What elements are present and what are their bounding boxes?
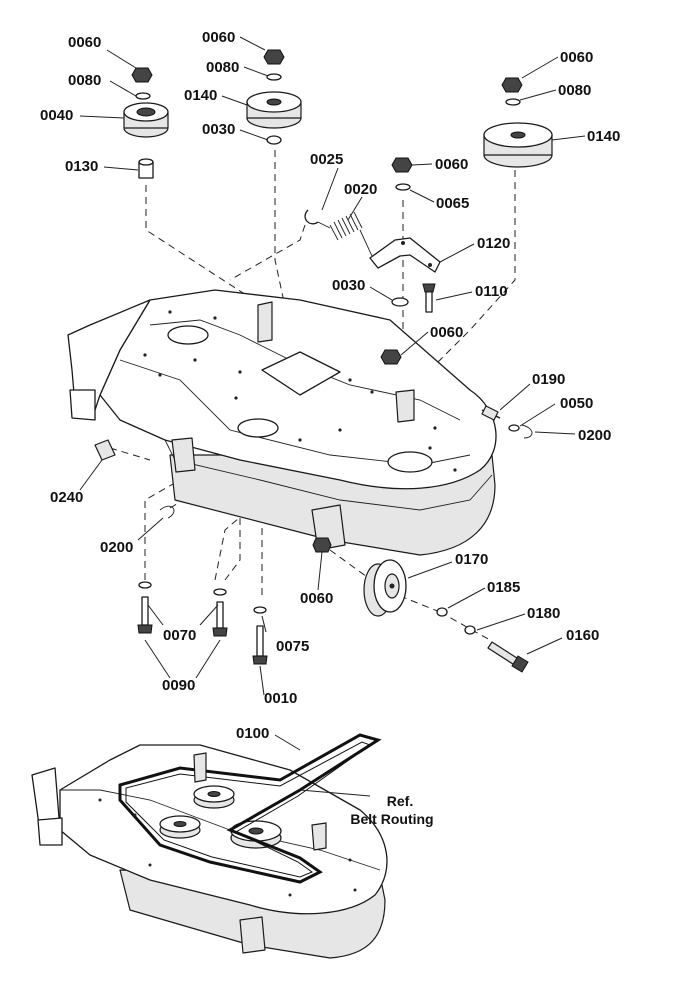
part-label: 0010: [264, 690, 297, 707]
part-label: 0060: [430, 324, 463, 341]
part-label: 0060: [435, 156, 468, 173]
part-label: 0100: [236, 725, 269, 742]
part-label: 0050: [560, 395, 593, 412]
leader-lines: [79, 36, 586, 797]
belt-routing-deck: [31, 733, 388, 959]
idler-arm-assembly: [304, 157, 441, 365]
part-label: 0185: [487, 579, 520, 596]
part-label: 0110: [475, 283, 508, 300]
bottom-bolts: [137, 581, 268, 665]
part-labels: 0060 0080 0040 0130 0060 0080 0140 0030 …: [40, 29, 620, 827]
part-label: 0070: [163, 627, 196, 644]
part-label: 0140: [587, 128, 620, 145]
part-label: 0080: [68, 72, 101, 89]
part-label: 0170: [455, 551, 488, 568]
part-label: 0090: [162, 677, 195, 694]
part-label: 0060: [560, 49, 593, 66]
part-label: 0080: [206, 59, 239, 76]
part-label: 0040: [40, 107, 73, 124]
gauge-wheel-assembly: [312, 537, 529, 673]
part-label: 0025: [310, 151, 343, 168]
spindle-pulley-left: [123, 67, 169, 179]
part-label: 0190: [532, 371, 565, 388]
cutter-deck-housing: [67, 289, 497, 556]
part-label: 0030: [202, 121, 235, 138]
idler-pulley-center: [246, 49, 302, 145]
ref-note-line2: Belt Routing: [350, 811, 433, 827]
idler-pulley-right: [483, 77, 553, 168]
part-label: 0240: [50, 489, 83, 506]
part-label: 0120: [477, 235, 510, 252]
part-label: 0080: [558, 82, 591, 99]
part-label: 0130: [65, 158, 98, 175]
part-label: 0075: [276, 638, 309, 655]
part-label: 0140: [184, 87, 217, 104]
part-label: 0200: [100, 539, 133, 556]
part-label: 0200: [578, 427, 611, 444]
part-label: 0160: [566, 627, 599, 644]
part-label: 0060: [68, 34, 101, 51]
part-label: 0065: [436, 195, 469, 212]
part-label: 0060: [300, 590, 333, 607]
part-label: 0030: [332, 277, 365, 294]
part-label: 0020: [344, 181, 377, 198]
part-label: 0180: [527, 605, 560, 622]
deck-hanger-hardware: [94, 405, 533, 519]
part-label: 0060: [202, 29, 235, 46]
ref-note-line1: Ref.: [387, 793, 413, 809]
